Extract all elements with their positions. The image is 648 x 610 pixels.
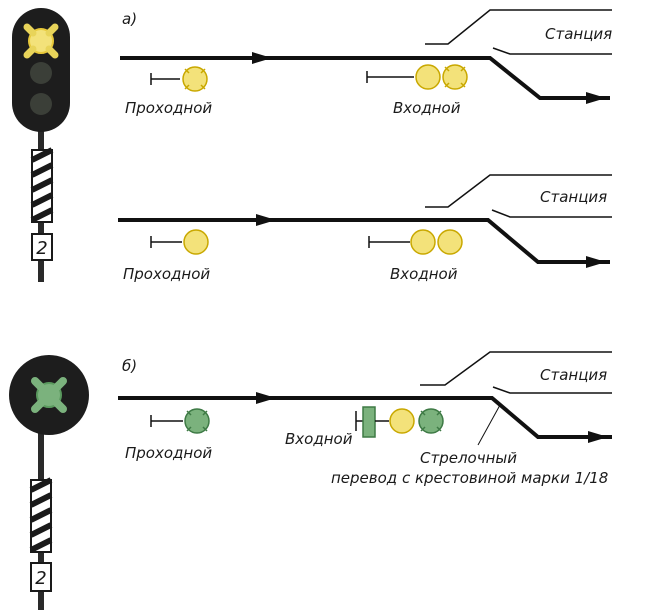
station-track [420, 351, 612, 386]
station-track [425, 9, 612, 45]
signal-mast-b: 2 [9, 355, 89, 610]
station-track [491, 209, 612, 218]
mast-a-plate-number: 2 [36, 238, 47, 259]
panel-b: б) Станция Проходной Входной Стрелочный … [118, 351, 612, 487]
passing-signal-label: Проходной [125, 99, 212, 117]
switch-label-line1: Стрелочный [420, 449, 517, 467]
direction-arrow [586, 256, 606, 268]
switch-label-line2: перевод с крестовиной марки 1/18 [331, 469, 608, 487]
mast-b-plate-number: 2 [35, 568, 46, 589]
station-label: Станция [540, 366, 607, 384]
mast-b-lamp-green-flashing [31, 377, 67, 413]
panel-a1: а) Станция Проходной Входной [120, 9, 612, 117]
direction-arrow [256, 214, 276, 226]
passing-signal-label: Проходной [123, 265, 210, 283]
entry-signal-label: Входной [285, 430, 353, 448]
entry-signal [366, 64, 468, 90]
station-track [492, 47, 612, 55]
entry-signal-label: Входной [393, 99, 461, 117]
passing-signal-label: Проходной [125, 444, 212, 462]
part-b-label: б) [122, 357, 137, 375]
passing-signal [150, 408, 210, 434]
main-track [118, 396, 612, 439]
direction-arrow [586, 92, 606, 104]
mast-a-lamp-yellow-flashing [23, 23, 59, 59]
panel-a2: Станция Проходной Входной [118, 174, 612, 283]
signal-mast-a: 2 [12, 8, 70, 282]
part-a-label: а) [122, 10, 137, 28]
mast-a-lamp-off-2 [30, 93, 52, 115]
main-track [120, 56, 610, 100]
mast-b-number-plate: 2 [30, 562, 52, 592]
station-label: Станция [545, 25, 612, 43]
passing-signal [150, 229, 209, 255]
direction-arrow [588, 431, 608, 443]
direction-arrow [252, 52, 272, 64]
station-track [492, 386, 612, 394]
station-track [425, 174, 612, 208]
entry-signal-green-stripe [362, 406, 376, 438]
main-track [118, 218, 610, 264]
direction-arrow [256, 392, 276, 404]
mast-a-lamp-off-1 [30, 62, 52, 84]
entry-signal [368, 229, 463, 255]
entry-signal [355, 406, 444, 438]
entry-signal-label: Входной [390, 265, 458, 283]
station-label: Станция [540, 188, 607, 206]
mast-a-number-plate: 2 [31, 233, 53, 261]
mast-a-striped-board [30, 147, 54, 223]
passing-signal [150, 66, 208, 92]
switch-leader-line [477, 404, 501, 446]
mast-b-striped-board [29, 477, 53, 553]
